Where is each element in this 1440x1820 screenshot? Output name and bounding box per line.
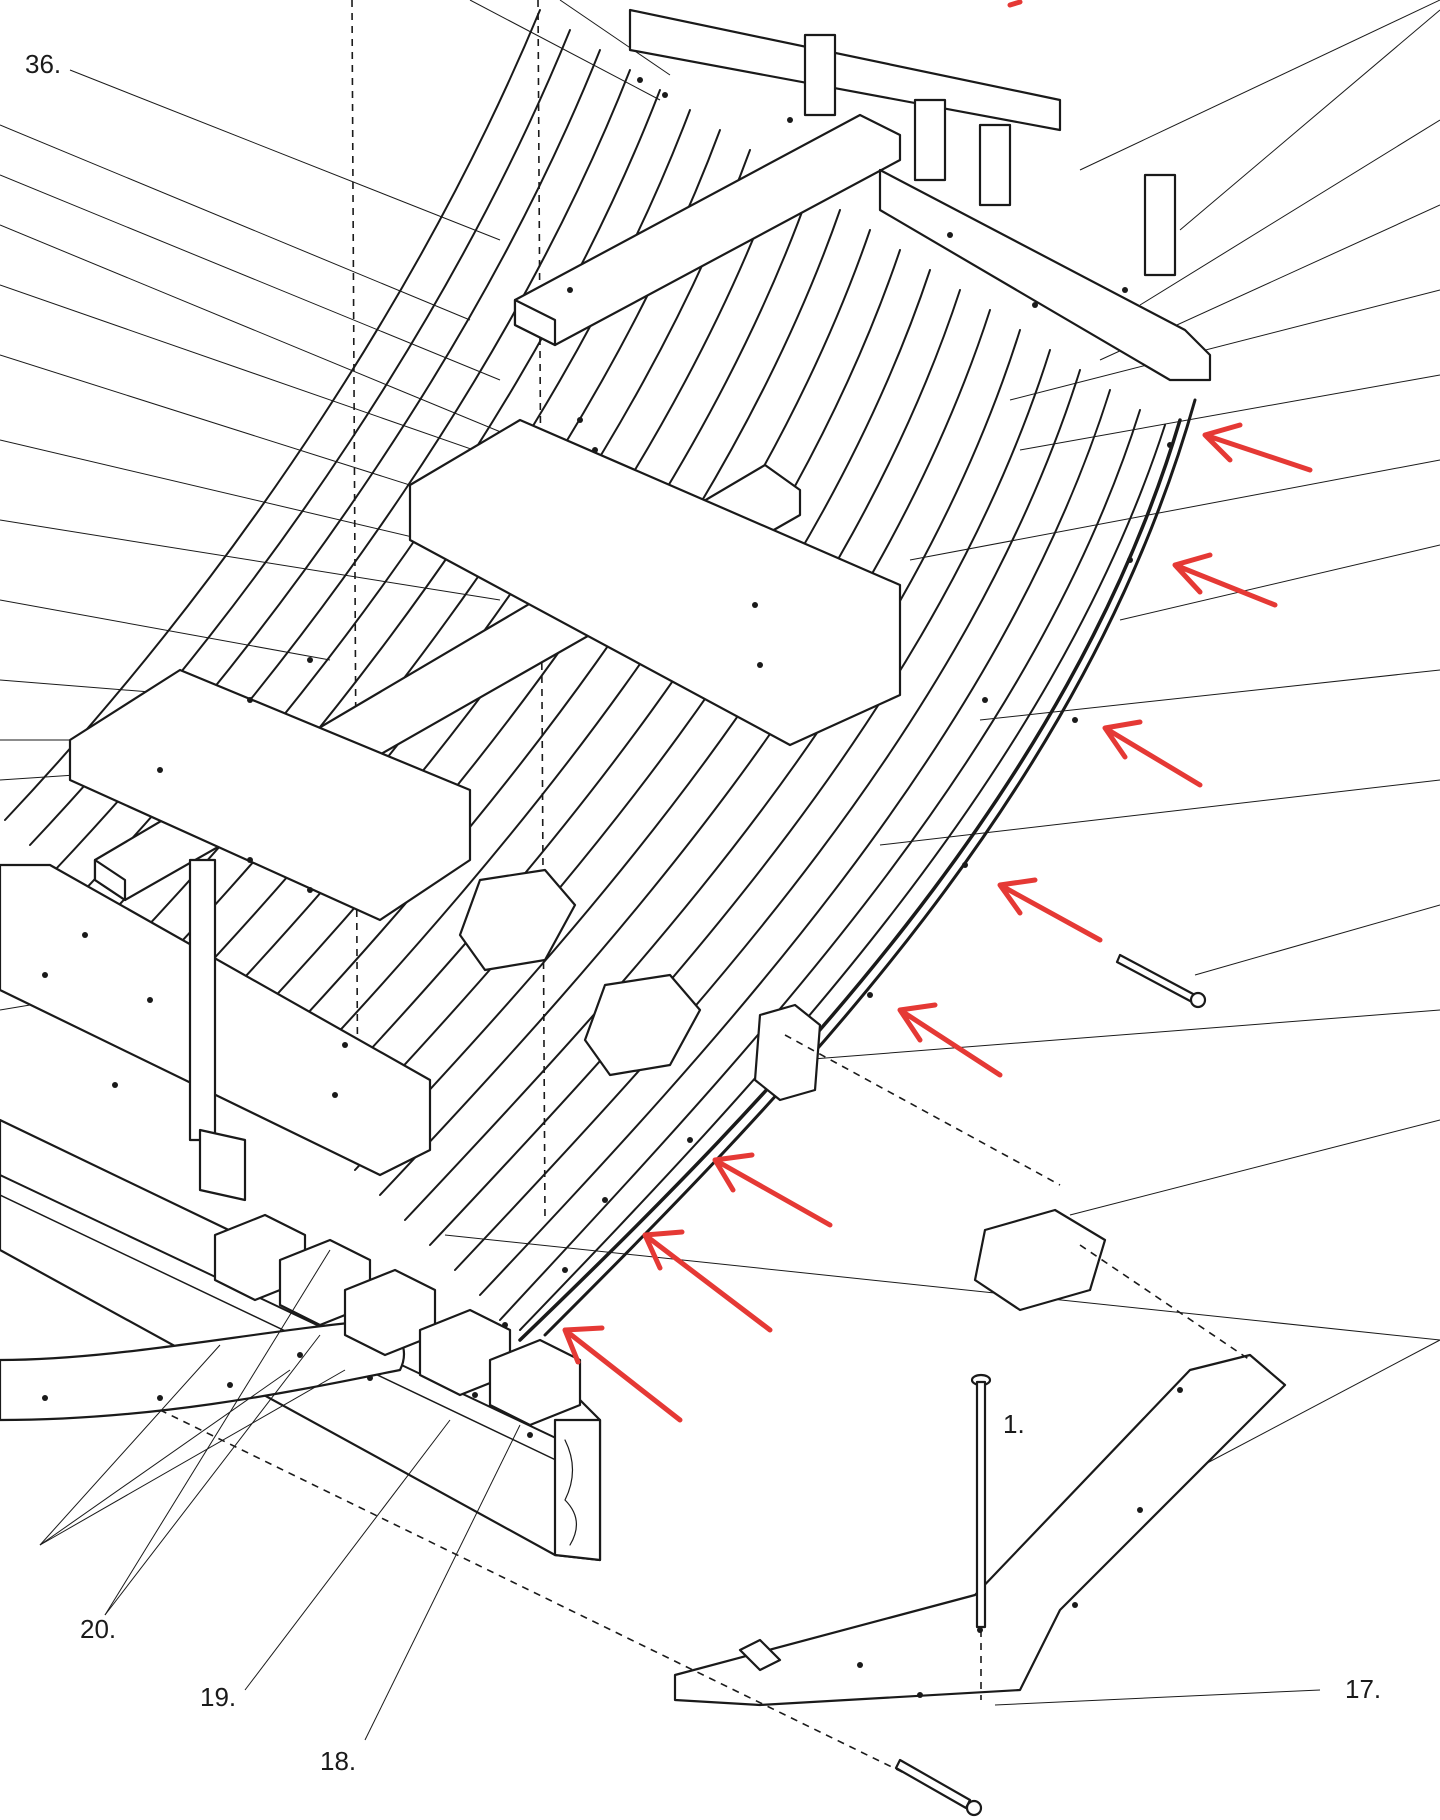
construction-lines [159, 1034, 1251, 1811]
beams [0, 8, 1287, 1707]
label-19: 19. [200, 1682, 236, 1712]
label-17: 17. [1345, 1674, 1381, 1704]
red-arrow-icon [712, 1152, 833, 1228]
callout-labels: 36. 20. 19. 18. 17. 1. [25, 49, 1381, 1776]
label-1: 1. [1003, 1409, 1025, 1439]
red-arrow-icon [562, 1325, 683, 1423]
label-36: 36. [25, 49, 61, 79]
red-arrow-icon [1102, 719, 1203, 788]
red-arrow-icon [997, 877, 1103, 943]
bolt-icon [970, 1373, 992, 1700]
bolt-icon [894, 1758, 983, 1817]
red-arrow-icon [1202, 422, 1313, 473]
label-18: 18. [320, 1746, 356, 1776]
bolt-icon [1115, 953, 1207, 1009]
red-arrow-icon [1007, 0, 1023, 8]
outer-frame-edge [518, 398, 1197, 1342]
floor-blocks [213, 1213, 582, 1427]
leader-lines-right [444, 0, 1440, 1706]
label-20: 20. [80, 1614, 116, 1644]
leader-lines-bottom [39, 1249, 521, 1741]
red-arrow-icon [897, 1002, 1003, 1078]
red-arrow-icon [1172, 552, 1278, 608]
highlight-arrows [562, 0, 1313, 1423]
bolt-holes [42, 77, 1183, 1698]
red-arrow-icon [642, 1229, 773, 1333]
